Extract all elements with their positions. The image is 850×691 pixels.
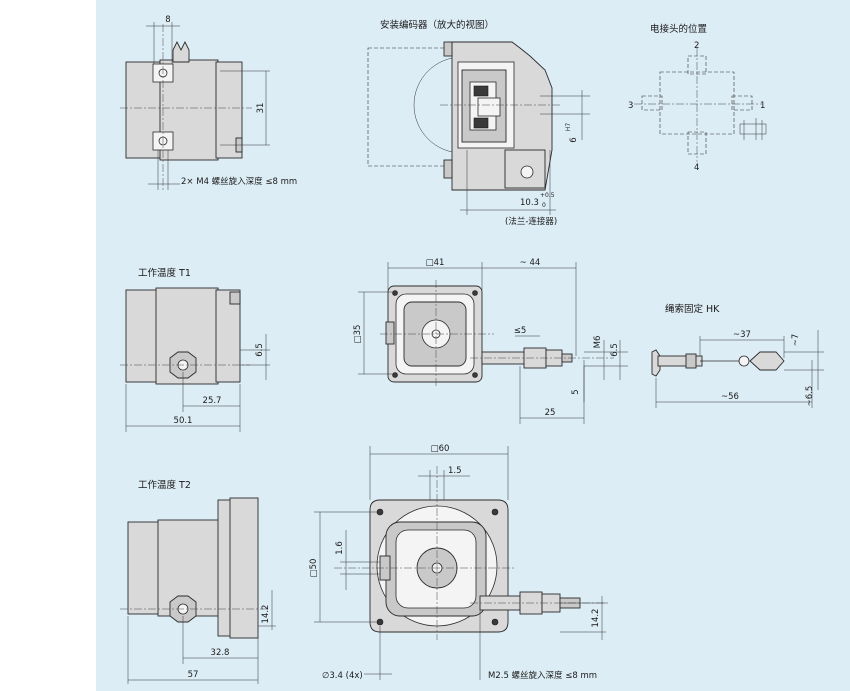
dim-sq-41: □41 [426,258,445,268]
dim-1-6: 1.6 [335,541,345,555]
dim-6-5-mid: 6.5 [610,343,620,357]
dim-le-5: ≤5 [514,326,527,336]
dim-sq-35: □35 [353,325,363,344]
connector-position-view [634,48,767,162]
dim-h7: H7 [565,123,572,132]
dim-14-2-right: 14.2 [591,609,601,628]
dim-31: 31 [256,103,266,114]
dim-m6: M6 [593,336,603,349]
temp-t1-title: 工作温度 T1 [138,267,191,279]
dim-approx-7: ~7 [791,334,801,347]
dim-1-5: 1.5 [448,466,462,476]
m4-screw-note: 2× M4 螺丝旋入深度 ≤8 mm [181,176,297,187]
dim-sq-60: □60 [431,444,450,454]
dim-sq-50: □50 [309,559,319,578]
dim-phi-3-4: ∅3.4 (4x) [322,671,363,681]
dim-10-3-tol-upper: +0.5 [540,192,555,199]
dim-5: 5 [571,389,581,394]
dim-approx-37: ~37 [733,330,751,340]
flange-connector-label: (法兰-连接器) [505,216,557,227]
mount-encoder-title: 安装编码器（放大的视图） [380,19,494,31]
dim-approx-44: ~ 44 [520,258,541,268]
m25-screw-note: M2.5 螺丝旋入深度 ≤8 mm [488,670,597,681]
position-1: 1 [760,101,765,111]
position-3: 3 [628,101,633,111]
dim-14-2-left: 14.2 [261,605,271,624]
position-4: 4 [694,163,699,173]
front-view-60 [314,446,610,680]
dim-approx-6-5: ~6.5 [805,386,815,407]
cable-fix-view [651,330,824,408]
dim-8: 8 [165,15,170,25]
dim-25-7: 25.7 [203,396,222,406]
dim-approx-56: ~56 [721,392,739,402]
dim-32-8: 32.8 [211,648,230,658]
dim-10-3-tol-lower: 0 [542,202,546,209]
dim-6: 6 [569,137,579,142]
cable-fix-title: 绳索固定 HK [665,303,720,315]
dim-6-5-left: 6.5 [255,343,265,357]
dim-10-3: 10.3 [520,198,539,208]
dim-25: 25 [545,408,556,418]
temp-t1-side-view [120,287,270,432]
temp-t2-title: 工作温度 T2 [138,479,191,491]
temp-t2-side-view [120,497,276,684]
position-2: 2 [694,41,699,51]
connector-position-title: 电接头的位置 [650,23,707,35]
front-view-41 [358,262,628,424]
dim-50-1: 50.1 [174,416,193,426]
side-view-mounting [120,22,270,190]
encoder-mount-view [367,41,590,215]
dim-57: 57 [188,670,199,680]
